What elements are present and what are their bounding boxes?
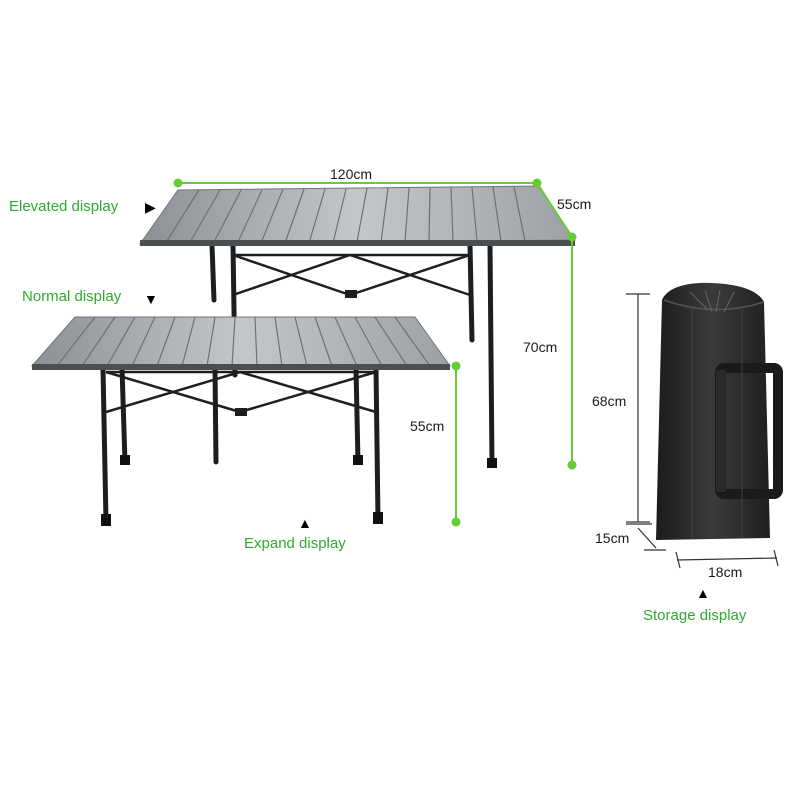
elevated-table [139, 185, 576, 468]
elevated-tabletop-slats [164, 186, 526, 245]
normal-table [30, 316, 451, 526]
storage-bag [656, 282, 783, 540]
right-arrow-icon: ▶ [145, 199, 156, 215]
bag-height-label: 68cm [592, 393, 627, 409]
down-arrow-icon: ▼ [144, 291, 158, 307]
normal-display-label: Normal display [22, 288, 122, 305]
up-arrow-icon: ▲ [298, 515, 312, 531]
up-arrow-icon-storage: ▲ [696, 585, 710, 601]
elevated-height-label: 70cm [523, 339, 558, 355]
bag-width-label: 18cm [708, 564, 743, 580]
bag-dimension-lines [626, 293, 779, 569]
storage-display-label: Storage display [643, 607, 747, 624]
normal-table-crossbars [105, 370, 377, 414]
expand-display-label: Expand display [244, 535, 346, 552]
normal-tabletop-slats [56, 316, 431, 367]
bag-depth-label: 15cm [595, 530, 630, 546]
elevated-table-crossbars [232, 253, 471, 297]
table-width-label: 55cm [557, 196, 592, 212]
normal-table-legs [100, 365, 381, 525]
measurement-lines [173, 178, 577, 527]
elevated-display-label: Elevated display [9, 198, 119, 215]
table-length-label: 120cm [330, 166, 373, 182]
normal-tabletop [30, 316, 451, 367]
normal-height-label: 55cm [410, 418, 445, 434]
